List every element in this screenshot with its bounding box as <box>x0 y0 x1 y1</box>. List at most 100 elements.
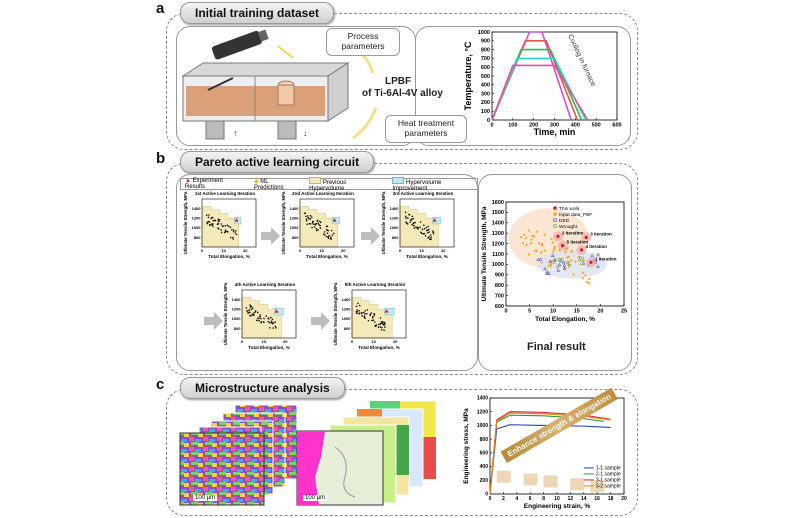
y-tick-label: 800 <box>392 235 399 240</box>
input-pbf-point <box>540 261 543 264</box>
iteration-title: 2nd Active Learning Iteration <box>292 191 354 196</box>
data-point <box>366 309 369 311</box>
x-tick-label: 600 <box>612 123 621 129</box>
iteration-annotation: 2 iteration <box>562 230 584 235</box>
ded-point <box>545 270 550 274</box>
iteration-annotation: 5 iteration <box>567 240 589 245</box>
x-tick-label: 25 <box>621 309 627 315</box>
data-point <box>253 314 255 317</box>
data-point <box>207 220 210 223</box>
data-point <box>432 232 435 235</box>
data-point <box>208 224 211 226</box>
data-point <box>323 231 326 233</box>
data-point <box>410 218 413 221</box>
legend-label: 2-1 sample <box>596 472 621 478</box>
data-point <box>306 215 309 217</box>
data-point <box>371 316 374 319</box>
data-point <box>318 223 320 226</box>
y-tick-label: 1000 <box>192 225 202 230</box>
data-point <box>328 234 330 237</box>
data-point <box>355 305 358 308</box>
y-tick-label: 1200 <box>390 216 400 221</box>
data-point <box>405 217 407 219</box>
data-point <box>379 317 382 319</box>
specimen-image <box>543 475 558 488</box>
data-point <box>423 227 426 230</box>
lpbf-title: LPBF <box>385 76 412 87</box>
x-tick-label: 18 <box>608 496 614 502</box>
data-point <box>421 228 424 231</box>
data-point <box>221 225 224 228</box>
data-point <box>413 222 415 224</box>
x-tick-label: 0 <box>504 309 507 315</box>
input-pbf-point <box>551 241 554 244</box>
data-point <box>312 223 315 225</box>
input-pbf-point <box>525 243 528 247</box>
data-point <box>414 221 416 224</box>
final-legend-label: Wrought <box>559 224 578 230</box>
final-legend-label: This work <box>559 206 580 212</box>
plot-frame <box>299 198 355 248</box>
ebsd-stack-1 <box>179 404 298 506</box>
data-point <box>424 234 427 237</box>
data-point <box>428 238 431 240</box>
y-tick-label: 1000 <box>342 316 352 321</box>
data-point <box>253 312 255 314</box>
data-point <box>358 304 361 307</box>
input-pbf-point <box>572 273 575 276</box>
process-parameters-box: Process parameters <box>326 28 400 56</box>
ded-point <box>548 259 552 263</box>
data-point <box>246 310 248 312</box>
data-point <box>411 215 414 218</box>
data-point <box>411 223 413 226</box>
data-point <box>217 218 220 221</box>
data-point <box>407 217 409 219</box>
y-tick-label: 200 <box>480 478 489 484</box>
x-tick-label: 12 <box>568 496 574 502</box>
y-tick-label: 900 <box>481 39 490 45</box>
panel-b-title: Pareto active learning circuit <box>180 151 375 173</box>
ded-point <box>553 257 557 262</box>
data-point <box>260 321 262 324</box>
data-point <box>207 216 210 219</box>
data-point <box>232 238 235 240</box>
legend-improvement: Hypervolume Improvement <box>392 176 477 192</box>
input-pbf-point <box>550 237 553 240</box>
this-work-point <box>584 235 588 239</box>
input-pbf-point <box>520 236 523 239</box>
wrought-point <box>565 261 569 264</box>
input-pbf-point <box>527 253 531 256</box>
panel-c-label: c <box>156 376 165 393</box>
data-point <box>274 325 277 328</box>
data-point <box>205 214 208 217</box>
this-work-point <box>579 248 584 252</box>
data-point <box>256 311 259 314</box>
x-tick-label: 0 <box>299 248 302 253</box>
data-point <box>383 324 386 326</box>
y-axis-label: Ultimate Tensile Strength, MPa <box>333 282 338 345</box>
data-point <box>269 327 271 329</box>
final-legend-marker <box>553 218 557 222</box>
data-point <box>356 312 358 315</box>
data-point <box>382 321 384 323</box>
data-point <box>329 236 332 238</box>
scalebar-2: 100 μm <box>303 495 328 501</box>
input-pbf-point <box>582 259 585 262</box>
data-point <box>427 225 429 228</box>
legend-experiment: ▲ Experiment Results <box>185 178 223 190</box>
x-tick-label: 2 <box>502 496 505 502</box>
iteration-annotation: 1 iteration <box>595 256 617 261</box>
wrought-point <box>581 257 585 260</box>
input-pbf-point <box>535 249 538 252</box>
data-point <box>327 229 330 232</box>
data-point <box>229 226 232 229</box>
data-point <box>358 312 360 315</box>
data-point <box>314 223 317 226</box>
y-axis-label: Ultimate Tensile Strength, MPa <box>183 191 188 254</box>
data-point <box>364 310 367 312</box>
iteration-legend: ▲ Experiment Results ◆ ML Predictions Pr… <box>180 176 478 192</box>
data-point <box>420 231 422 234</box>
